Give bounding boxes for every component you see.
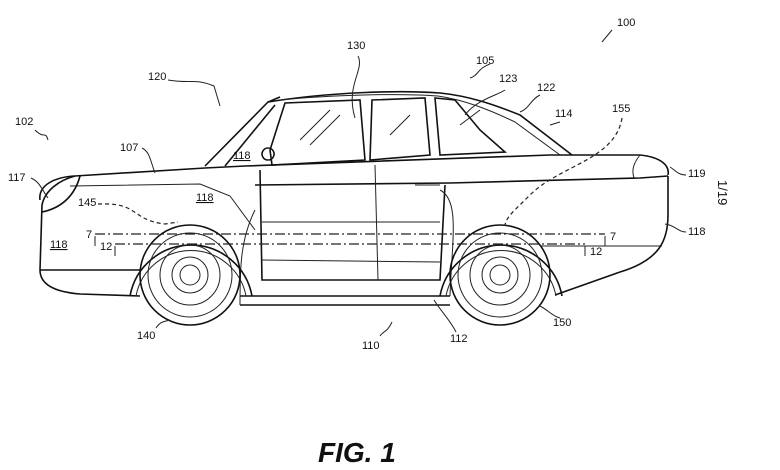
label-114: 114 <box>555 108 573 120</box>
label-102: 102 <box>15 116 33 128</box>
label-122: 122 <box>537 82 555 94</box>
label-120: 120 <box>148 71 166 83</box>
label-12-front: 12 <box>100 241 112 253</box>
label-123: 123 <box>499 73 517 85</box>
label-110: 110 <box>362 340 380 352</box>
label-140: 140 <box>137 330 155 342</box>
label-118-bumper: 118 <box>50 239 68 251</box>
label-155: 155 <box>612 103 630 115</box>
section-lines <box>94 233 606 256</box>
figure-title: FIG. 1 <box>318 437 396 468</box>
front-light <box>41 175 81 213</box>
label-118-windshield: 118 <box>233 150 251 162</box>
label-130: 130 <box>347 40 365 52</box>
label-7-front: 7 <box>86 229 92 241</box>
rear-wheel <box>439 224 563 326</box>
car-body-outline <box>39 90 669 306</box>
front-wheel <box>129 224 253 326</box>
leader-lines <box>30 29 687 337</box>
label-112: 112 <box>450 333 468 345</box>
label-118-rear: 118 <box>688 226 706 238</box>
sheet-number: 1/19 <box>715 180 730 205</box>
side-mirror <box>261 147 275 161</box>
label-7-rear: 7 <box>610 231 616 243</box>
label-12-rear: 12 <box>590 246 602 258</box>
reference-labels: 130 100 120 105 123 122 114 155 102 107 … <box>8 17 730 468</box>
label-145: 145 <box>78 197 96 209</box>
label-105: 105 <box>476 55 494 67</box>
label-150: 150 <box>553 317 571 329</box>
label-107: 107 <box>120 142 138 154</box>
label-100: 100 <box>617 17 635 29</box>
label-117: 117 <box>8 172 26 184</box>
label-119: 119 <box>688 168 706 180</box>
label-118-fender: 118 <box>196 192 214 204</box>
